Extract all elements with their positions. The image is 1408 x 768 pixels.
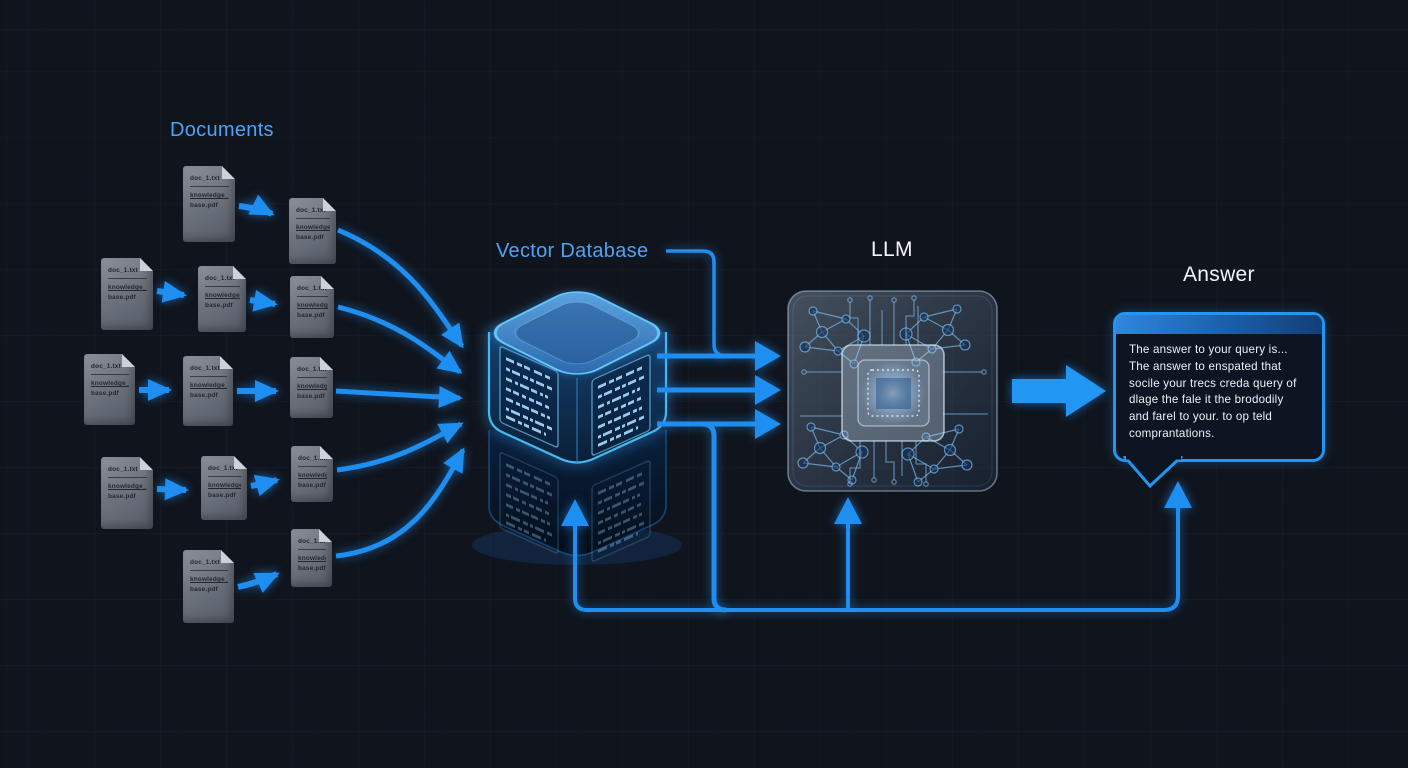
documents-label: Documents [170, 119, 274, 141]
bubble-header-bar [1116, 315, 1322, 334]
vector-database-label: Vector Database [496, 240, 649, 262]
bubble-text-line: The answer to your query is... [1129, 343, 1288, 356]
bubble-tail [1122, 456, 1184, 489]
document-icon: doc_1.txt knowledge_ base.pdf [101, 457, 153, 529]
document-icon: doc_1.txt knowledge_ base.pdf [198, 266, 246, 332]
answer-bubble: The answer to your query is... The answe… [1113, 312, 1325, 489]
bubble-text-line: dlage the fale it the brododily [1129, 393, 1284, 407]
bubble-text-line: comprantations. [1129, 426, 1215, 440]
db-label-connector [666, 249, 727, 358]
bubble-text: The answer to your query is... The answe… [1116, 334, 1322, 443]
document-icon: doc_1.txt knowledge_ base.pdf [290, 357, 333, 418]
docs-to-db-arrows [335, 227, 466, 559]
document-icon: doc_1.txt knowledge_ base.pdf [291, 446, 333, 502]
feedback-arrowhead-db [561, 499, 589, 526]
document-icon: doc_1.txt knowledge_ base.pdf [183, 550, 234, 623]
db-to-llm-arrows [657, 341, 781, 613]
document-icon: doc_1.txt knowledge_ base.pdf [84, 354, 135, 425]
document-icon: doc_1.txt knowledge_ base.pdf [291, 529, 332, 587]
bubble-text-line: The answer to enspated that [1129, 359, 1282, 373]
llm-chip-illustration [787, 290, 998, 492]
circuit-traces [800, 295, 988, 487]
document-icon: doc_1.txt knowledge_ base.pdf [289, 198, 336, 264]
llm-label: LLM [871, 238, 913, 261]
document-icon: doc_1.txt knowledge_ base.pdf [183, 166, 235, 242]
answer-label: Answer [1183, 263, 1255, 286]
bubble-text-line: socile your trecs creda query of [1129, 376, 1297, 390]
document-icon: doc_1.txt knowledge_ base.pdf [101, 258, 153, 330]
document-icon: doc_1.txt knowledge_ base.pdf [201, 456, 247, 520]
feedback-lines [561, 481, 1192, 612]
document-icon: doc_1.txt knowledge_ base.pdf [183, 356, 233, 426]
document-icon: doc_1.txt knowledge_ base.pdf [290, 276, 334, 338]
bubble-text-line: and farel to your. to op teld [1129, 410, 1273, 424]
vector-database-illustration [472, 291, 682, 565]
doc-flow-arrows [139, 194, 280, 593]
feedback-arrowhead-answer [1164, 481, 1192, 508]
llm-to-answer-arrow [1012, 365, 1106, 417]
feedback-arrowhead-llm [834, 497, 862, 524]
